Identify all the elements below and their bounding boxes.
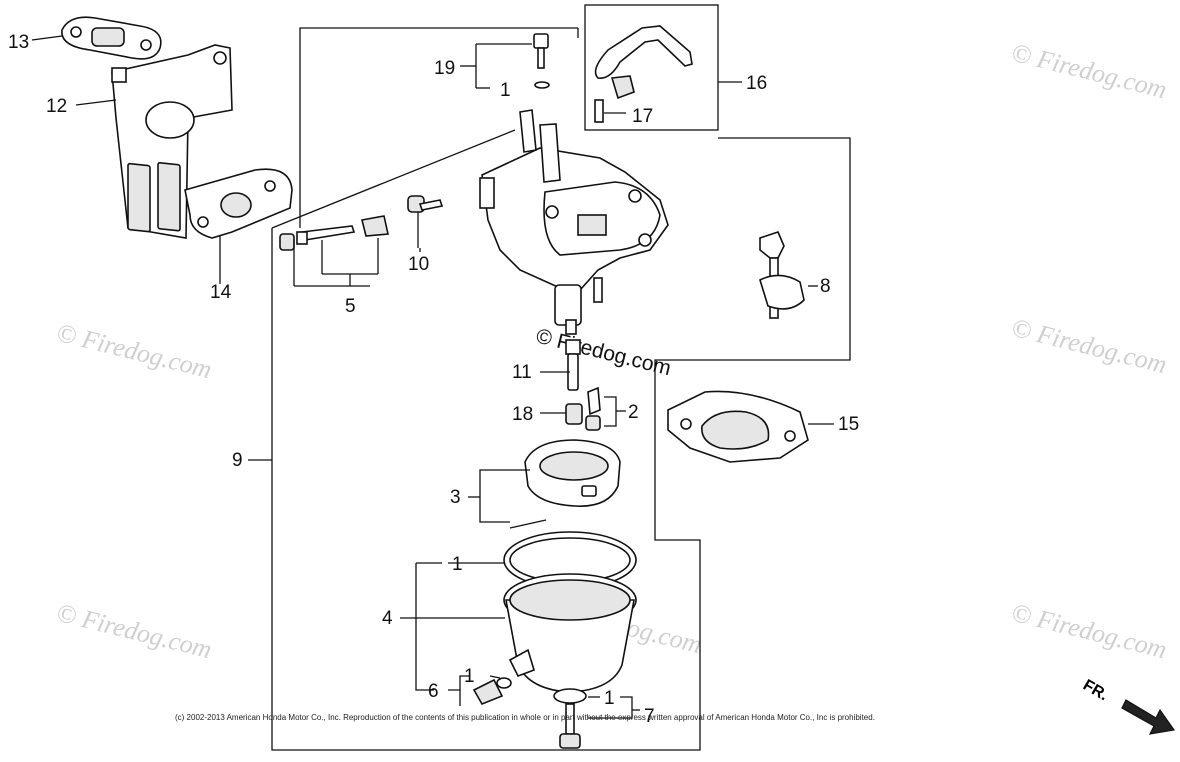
part-15-gasket [667,390,809,463]
watermark-bottom-right: © Firedog.com [1009,598,1170,665]
carburetor-body [479,109,669,335]
callout-11: 11 [512,362,532,383]
callout-1-top: 1 [500,80,511,101]
part-11-emulsion-tube [565,339,581,391]
callout-1-bolt: 1 [604,688,615,709]
callout-16: 16 [746,73,767,94]
part-2-float-valve [585,386,601,431]
part-12-insulator [111,44,233,239]
leader-lines [31,35,834,719]
callout-8: 8 [820,276,831,297]
watermark-bottom-left: © Firedog.com [54,598,215,665]
front-direction-indicator: FR. [1080,677,1176,735]
part-6-drain-screw [472,677,512,706]
part-7-bolt [553,688,587,749]
part-5-pilot-screw [279,215,389,287]
part-13-gasket [61,16,162,60]
callout-3: 3 [450,487,461,508]
callout-4: 4 [382,608,393,629]
front-arrow-icon [1121,699,1176,735]
part-18-jet [565,403,583,425]
callout-9: 9 [232,450,243,471]
part-3-float [509,439,621,529]
callout-6: 6 [428,681,439,702]
part-8-choke [759,231,805,319]
callout-19: 19 [434,58,455,79]
part-14-gasket [184,168,293,239]
part-1-o-ring [503,531,637,589]
part-16-choke-lever [584,4,719,131]
watermark-mid-left: © Firedog.com [54,318,215,385]
part-19-screw [533,33,550,89]
callout-14: 14 [210,282,232,303]
callout-15: 15 [838,414,859,435]
callout-5: 5 [345,296,356,317]
callout-2: 2 [628,402,639,423]
callout-18: 18 [512,404,533,425]
watermark-top-right: © Firedog.com [1009,38,1170,105]
part-4-float-bowl [503,573,637,693]
callout-1-oring: 1 [452,554,463,575]
assembly-frame [271,27,851,751]
callout-10: 10 [408,254,429,275]
copyright-notice: (c) 2002-2013 American Honda Motor Co., … [175,713,875,722]
watermark-mid-right: © Firedog.com [1009,313,1170,380]
callout-17: 17 [632,106,653,127]
callout-12: 12 [46,96,67,117]
callout-7: 7 [644,706,655,727]
callout-labels: 13 12 14 5 10 19 1 16 17 8 11 18 2 15 9 … [8,32,859,727]
callout-13: 13 [8,32,29,53]
callout-1-drain: 1 [464,666,475,687]
part-10-screw [407,195,444,248]
front-label: FR. [1080,677,1111,705]
